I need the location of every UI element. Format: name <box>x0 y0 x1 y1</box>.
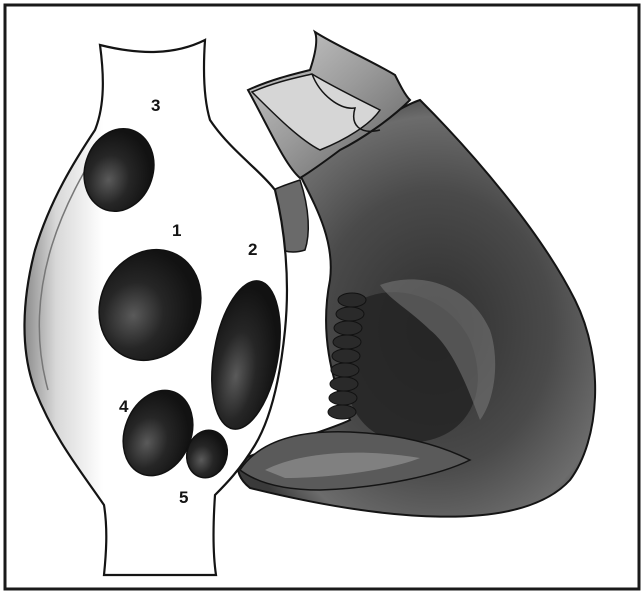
label-3: 3 <box>151 96 160 115</box>
label-1: 1 <box>172 221 181 240</box>
label-5: 5 <box>179 488 188 507</box>
label-4: 4 <box>119 397 129 416</box>
label-2: 2 <box>248 240 257 259</box>
